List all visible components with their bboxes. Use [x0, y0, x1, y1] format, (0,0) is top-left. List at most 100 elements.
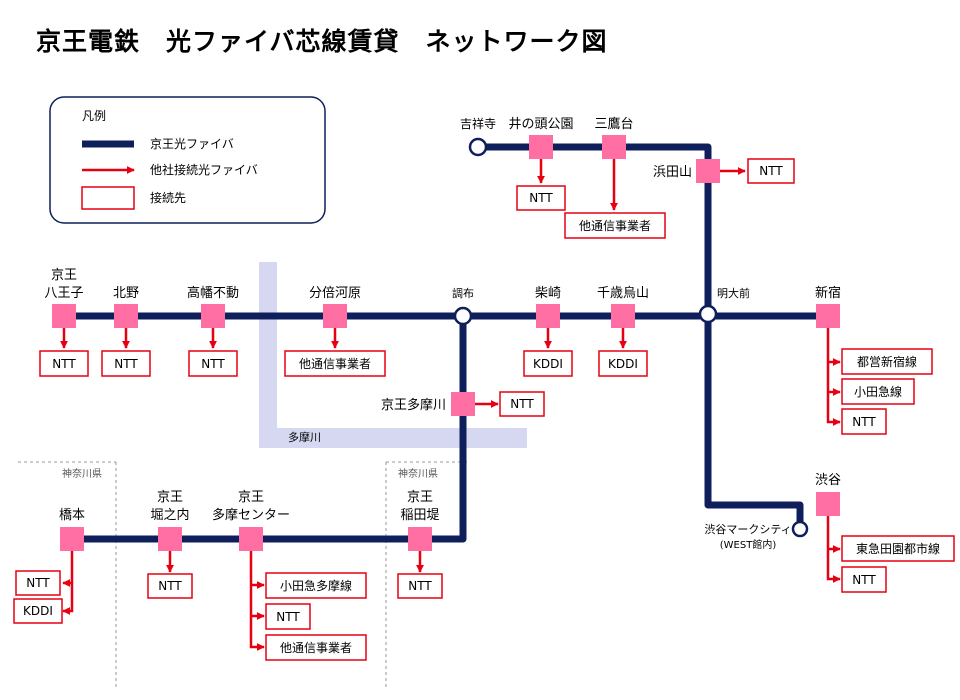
stations: [52, 135, 840, 551]
label-shibasaki: 柴崎: [535, 286, 561, 301]
shibuya-line: [704, 314, 804, 527]
label-inadazutsumi-1: 京王: [407, 490, 433, 505]
station-chitosekarasuyama: [611, 304, 635, 328]
label-shibuya-markcity-1: 渋谷マークシティ: [704, 523, 791, 536]
svg-text:NTT: NTT: [510, 397, 534, 411]
station-keiotamagawa: [451, 392, 475, 416]
svg-text:NTT: NTT: [276, 610, 300, 624]
svg-text:東急田園都市線: 東急田園都市線: [856, 541, 940, 556]
svg-text:都営新宿線: 都営新宿線: [857, 354, 917, 369]
legend-connection-box: [81, 186, 135, 210]
label-shinjuku: 新宿: [815, 285, 841, 301]
legend-heading: 凡例: [82, 109, 106, 123]
shibuya-markcity-junction: [791, 520, 809, 538]
label-mitakadai: 三鷹台: [594, 117, 633, 132]
conn-takahatafudo: NTT: [188, 350, 238, 377]
conn-horinouchi: NTT: [147, 573, 193, 599]
label-tamacenter-2: 多摩センター: [212, 507, 290, 523]
conn-kitano: NTT: [101, 350, 151, 377]
station-inokashira: [529, 135, 553, 159]
sagamihara-line: [72, 316, 467, 543]
conn-hashimoto-2: KDDI: [13, 598, 63, 624]
svg-text:KDDI: KDDI: [608, 357, 638, 371]
label-hachioji-2: 八王子: [44, 286, 83, 301]
conn-chitosekarasuyama: KDDI: [598, 350, 648, 377]
conn-mitakadai: 他通信事業者: [564, 212, 666, 239]
svg-text:NTT: NTT: [852, 415, 876, 429]
station-kitano: [114, 304, 138, 328]
legend-other-label: 他社接続光ファイバ: [150, 162, 258, 177]
page-title: 京王電鉄 光ファイバ芯線賃貸 ネットワーク図: [36, 27, 608, 56]
svg-text:NTT: NTT: [852, 573, 876, 587]
svg-text:小田急多摩線: 小田急多摩線: [280, 578, 352, 593]
prefecture-border: [18, 461, 470, 690]
label-hashimoto: 橋本: [59, 508, 85, 523]
conn-tamacenter-1: 小田急多摩線: [265, 572, 367, 599]
svg-text:NTT: NTT: [158, 579, 182, 593]
label-kichijoji: 吉祥寺: [460, 117, 496, 131]
label-shibuya: 渋谷: [815, 473, 841, 488]
conn-inadazutsumi: NTT: [397, 573, 443, 599]
label-meidaimae: 明大前: [717, 286, 750, 300]
station-hashimoto: [60, 527, 84, 551]
svg-text:KDDI: KDDI: [23, 604, 53, 618]
conn-hashimoto-1: NTT: [15, 570, 61, 596]
label-keiotamagawa: 京王多摩川: [381, 397, 446, 413]
svg-text:他通信事業者: 他通信事業者: [280, 641, 352, 655]
conn-shinjuku-1: 都営新宿線: [841, 348, 933, 375]
station-mitakadai: [602, 135, 626, 159]
legend-connection-label: 接続先: [150, 190, 186, 205]
station-shinjuku: [816, 304, 840, 328]
tama-river-label: 多摩川: [288, 430, 321, 444]
label-hamadayama: 浜田山: [653, 165, 692, 180]
station-hachioji: [52, 304, 76, 328]
conn-shibuya-2: NTT: [841, 566, 887, 593]
station-bubaigawara: [323, 304, 347, 328]
conn-inokashira: NTT: [516, 185, 566, 211]
label-chofu: 調布: [452, 286, 474, 300]
station-labels: 吉祥寺 井の頭公園 三鷹台 浜田山 明大前 新宿 京王 八王子 北野 高幡不動 …: [44, 117, 841, 551]
svg-text:KDDI: KDDI: [533, 357, 563, 371]
svg-text:NTT: NTT: [52, 357, 76, 371]
label-takahatafudo: 高幡不動: [187, 285, 239, 301]
junctions: [453, 137, 809, 538]
legend: 凡例 京王光ファイバ 他社接続光ファイバ 接続先: [49, 96, 326, 224]
conn-bubaigawara: 他通信事業者: [284, 350, 386, 377]
meidaimae-junction: [698, 304, 718, 324]
conn-hachioji: NTT: [39, 350, 89, 377]
conn-shinjuku-3: NTT: [841, 408, 887, 435]
conn-shibasaki: KDDI: [523, 350, 573, 377]
label-inokashira: 井の頭公園: [508, 117, 573, 132]
conn-shibuya-1: 東急田園都市線: [841, 535, 955, 562]
conn-shinjuku-2: 小田急線: [841, 378, 915, 405]
label-hachioji-1: 京王: [51, 268, 77, 283]
conn-tamacenter-3: 他通信事業者: [265, 634, 367, 661]
svg-text:NTT: NTT: [759, 164, 783, 178]
svg-text:NTT: NTT: [408, 579, 432, 593]
connection-boxes: NTT 他通信事業者 NTT NTT NTT NTT: [13, 158, 955, 661]
label-chitosekarasuyama: 千歳烏山: [597, 285, 649, 301]
other-fiber-arrows: [59, 158, 841, 652]
station-inadazutsumi: [408, 527, 432, 551]
label-horinouchi-1: 京王: [157, 490, 183, 505]
label-tamacenter-1: 京王: [238, 490, 264, 505]
kanagawa-label-left: 神奈川県: [62, 467, 102, 480]
conn-hamadayama: NTT: [747, 158, 795, 184]
station-takahatafudo: [201, 304, 225, 328]
station-shibasaki: [536, 304, 560, 328]
svg-text:NTT: NTT: [114, 357, 138, 371]
kichijoji-junction: [468, 137, 488, 157]
station-shibuya: [816, 492, 840, 516]
svg-text:NTT: NTT: [529, 191, 553, 205]
label-horinouchi-2: 堀之内: [150, 507, 189, 523]
svg-text:他通信事業者: 他通信事業者: [299, 357, 371, 371]
station-horinouchi: [158, 527, 182, 551]
station-hamadayama: [696, 159, 720, 183]
label-bubaigawara: 分倍河原: [309, 286, 361, 301]
label-kitano: 北野: [113, 286, 139, 301]
conn-keiotamagawa: NTT: [499, 391, 545, 417]
label-inadazutsumi-2: 稲田堤: [400, 508, 439, 523]
label-shibuya-markcity-2: (WEST館内): [720, 538, 777, 551]
